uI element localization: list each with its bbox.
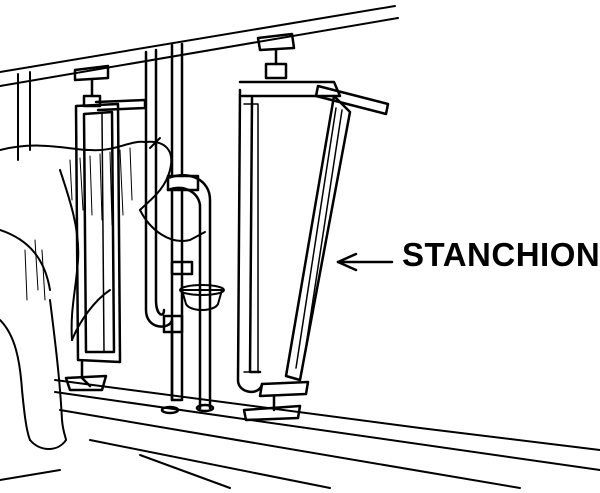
- right-stanchion: [236, 32, 390, 422]
- floor-curb: [0, 379, 600, 489]
- callout-arrow: [336, 252, 394, 272]
- center-posts: [144, 42, 215, 415]
- water-bowl: [179, 284, 225, 311]
- left-stanchion: [64, 64, 147, 392]
- overhead-pipe-rail: [0, 5, 399, 161]
- stanchion-label: STANCHION: [402, 236, 600, 273]
